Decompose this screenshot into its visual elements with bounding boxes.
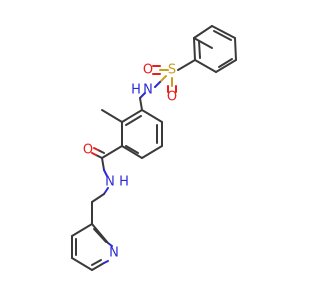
- atom-label-nitrogen: N: [109, 246, 119, 261]
- bond: [211, 25, 236, 39]
- bond: [93, 147, 99, 151]
- bond: [121, 145, 143, 159]
- bond: [141, 145, 163, 159]
- bond: [139, 97, 143, 111]
- bond: [154, 81, 161, 88]
- bond: [71, 223, 93, 237]
- bond: [193, 25, 213, 39]
- atom-label-oxygen: O: [143, 63, 153, 78]
- bond: [193, 37, 213, 49]
- molecule-structure: O S O N H O N H N: [71, 25, 237, 271]
- bond: [91, 262, 105, 271]
- bond: [103, 187, 109, 195]
- methyl-bond: [101, 109, 123, 123]
- bond: [91, 193, 105, 203]
- bond: [101, 145, 123, 159]
- atom-label-oxygen: O: [83, 143, 93, 158]
- atom-label-hydrogen: H: [119, 175, 129, 190]
- bond: [125, 115, 142, 126]
- benzamide-ring: [121, 109, 163, 159]
- atom-label-nitrogen: N: [105, 175, 115, 190]
- bond: [101, 157, 105, 171]
- bond: [193, 37, 196, 61]
- bond: [215, 59, 237, 73]
- bond: [95, 154, 103, 159]
- bond: [91, 152, 97, 156]
- bond: [198, 40, 201, 59]
- bond: [103, 169, 108, 177]
- phenyl-ring: [193, 25, 237, 73]
- bond: [97, 149, 105, 154]
- bond: [103, 260, 109, 264]
- bond: [71, 257, 93, 271]
- bond: [93, 228, 107, 243]
- atom-label-oxygen: O: [167, 90, 177, 105]
- molecule-canvas: O S O N H O N H N: [71, 25, 237, 271]
- atom-label-sulfur: S: [168, 63, 176, 78]
- bond: [218, 58, 233, 68]
- bond: [139, 92, 146, 99]
- bond: [159, 75, 167, 83]
- atom-label-nitrogen: N: [143, 83, 153, 98]
- bond: [125, 145, 139, 154]
- bond: [213, 30, 232, 41]
- bond: [177, 59, 196, 71]
- bond: [234, 37, 237, 61]
- bond: [141, 109, 163, 123]
- bond: [91, 259, 102, 266]
- bond: [194, 59, 217, 73]
- pyridine-ring: [71, 223, 113, 271]
- atom-label-hydrogen: H: [131, 83, 141, 98]
- bond: [121, 109, 143, 123]
